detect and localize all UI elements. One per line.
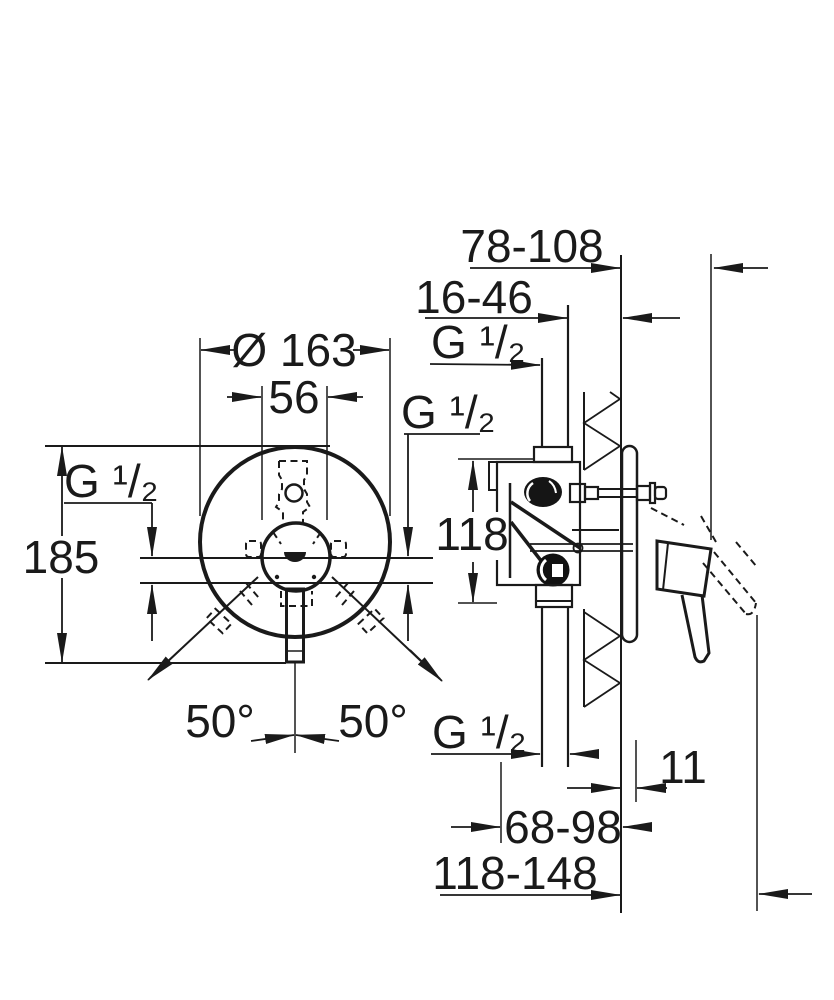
pipe-connector-bottom (534, 583, 574, 609)
handle-hub-circle (260, 521, 332, 593)
dim-front-hub-label: 56 (268, 371, 319, 423)
cartridge-highlight-2 (548, 480, 557, 494)
bracket-strut-1 (510, 500, 581, 550)
bg-diameter-label (237, 328, 353, 370)
hub-inner-line (662, 542, 669, 591)
spindle-front-1 (635, 484, 652, 502)
spindle-end-knob (653, 485, 668, 501)
temperature-marker (284, 552, 306, 562)
hub-alt-position-dashes (650, 507, 758, 568)
swing-arrow-left (147, 649, 181, 681)
wall-hatch-lower (582, 611, 622, 708)
escutcheon-circle (198, 445, 392, 639)
thread-top-label: G ¹/₂ (431, 316, 526, 368)
valve-flange (488, 461, 498, 491)
lever-alt-position-dashed (702, 551, 757, 616)
lever-handle-side (680, 594, 711, 664)
side-view (425, 254, 812, 913)
dim-body-height-label: 118 (435, 508, 508, 560)
bg-recess-label (508, 808, 620, 846)
thread-front-left-label: G ¹/₂ (64, 455, 159, 507)
screw-socket (552, 564, 563, 577)
swing-arrow-right (409, 649, 443, 682)
dim-depth-label: 78-108 (460, 220, 603, 272)
bg-body-height-label (438, 512, 508, 560)
lever-tip-position-left-dashed (205, 607, 233, 635)
hub-inner-dashes (272, 531, 322, 545)
bg-hub-label (264, 378, 322, 418)
lever-handle-front (285, 587, 305, 664)
angle-arrow-right (295, 734, 340, 744)
screw-collar (572, 542, 584, 554)
dim-front-height-label: 185 (23, 531, 100, 583)
fixing-screw-circle (284, 483, 304, 503)
rotated-root-dashes (239, 582, 355, 606)
cartridge-highlight-1 (526, 481, 534, 502)
angle-right-label: 50° (338, 695, 408, 747)
dim-front-diameter-label: Ø 163 (231, 324, 356, 376)
spindle-step-1 (568, 482, 587, 504)
screw-head-highlight (539, 558, 548, 582)
stop-lug-right (330, 540, 347, 558)
bg-height-label (28, 536, 96, 578)
escutcheon-side (620, 444, 639, 644)
pipe-connector-top (532, 445, 574, 464)
stop-lug-left (245, 540, 262, 558)
dim-trim-label: 11 (659, 741, 707, 793)
lever-tip-position-right-dashed (357, 607, 385, 635)
hub-dot-right (311, 574, 317, 580)
thread-bottom-label: G ¹/₂ (432, 706, 527, 758)
angle-arrow-left (250, 734, 295, 744)
hub-dot-left (274, 574, 280, 580)
concealed-valve-outline-dashed (274, 460, 312, 522)
angle-left-label: 50° (185, 695, 255, 747)
dim-recess-label: 68-98 (504, 801, 622, 853)
wall-hatch-upper (582, 391, 622, 471)
dim-offset-label: 16-46 (415, 271, 533, 323)
leader-thread-top (429, 359, 541, 370)
spindle-step-2 (583, 485, 600, 501)
thread-front-right-label: G ¹/₂ (401, 386, 496, 438)
handle-hub-side (655, 539, 713, 598)
dim-reach-label: 118-148 (432, 847, 597, 899)
